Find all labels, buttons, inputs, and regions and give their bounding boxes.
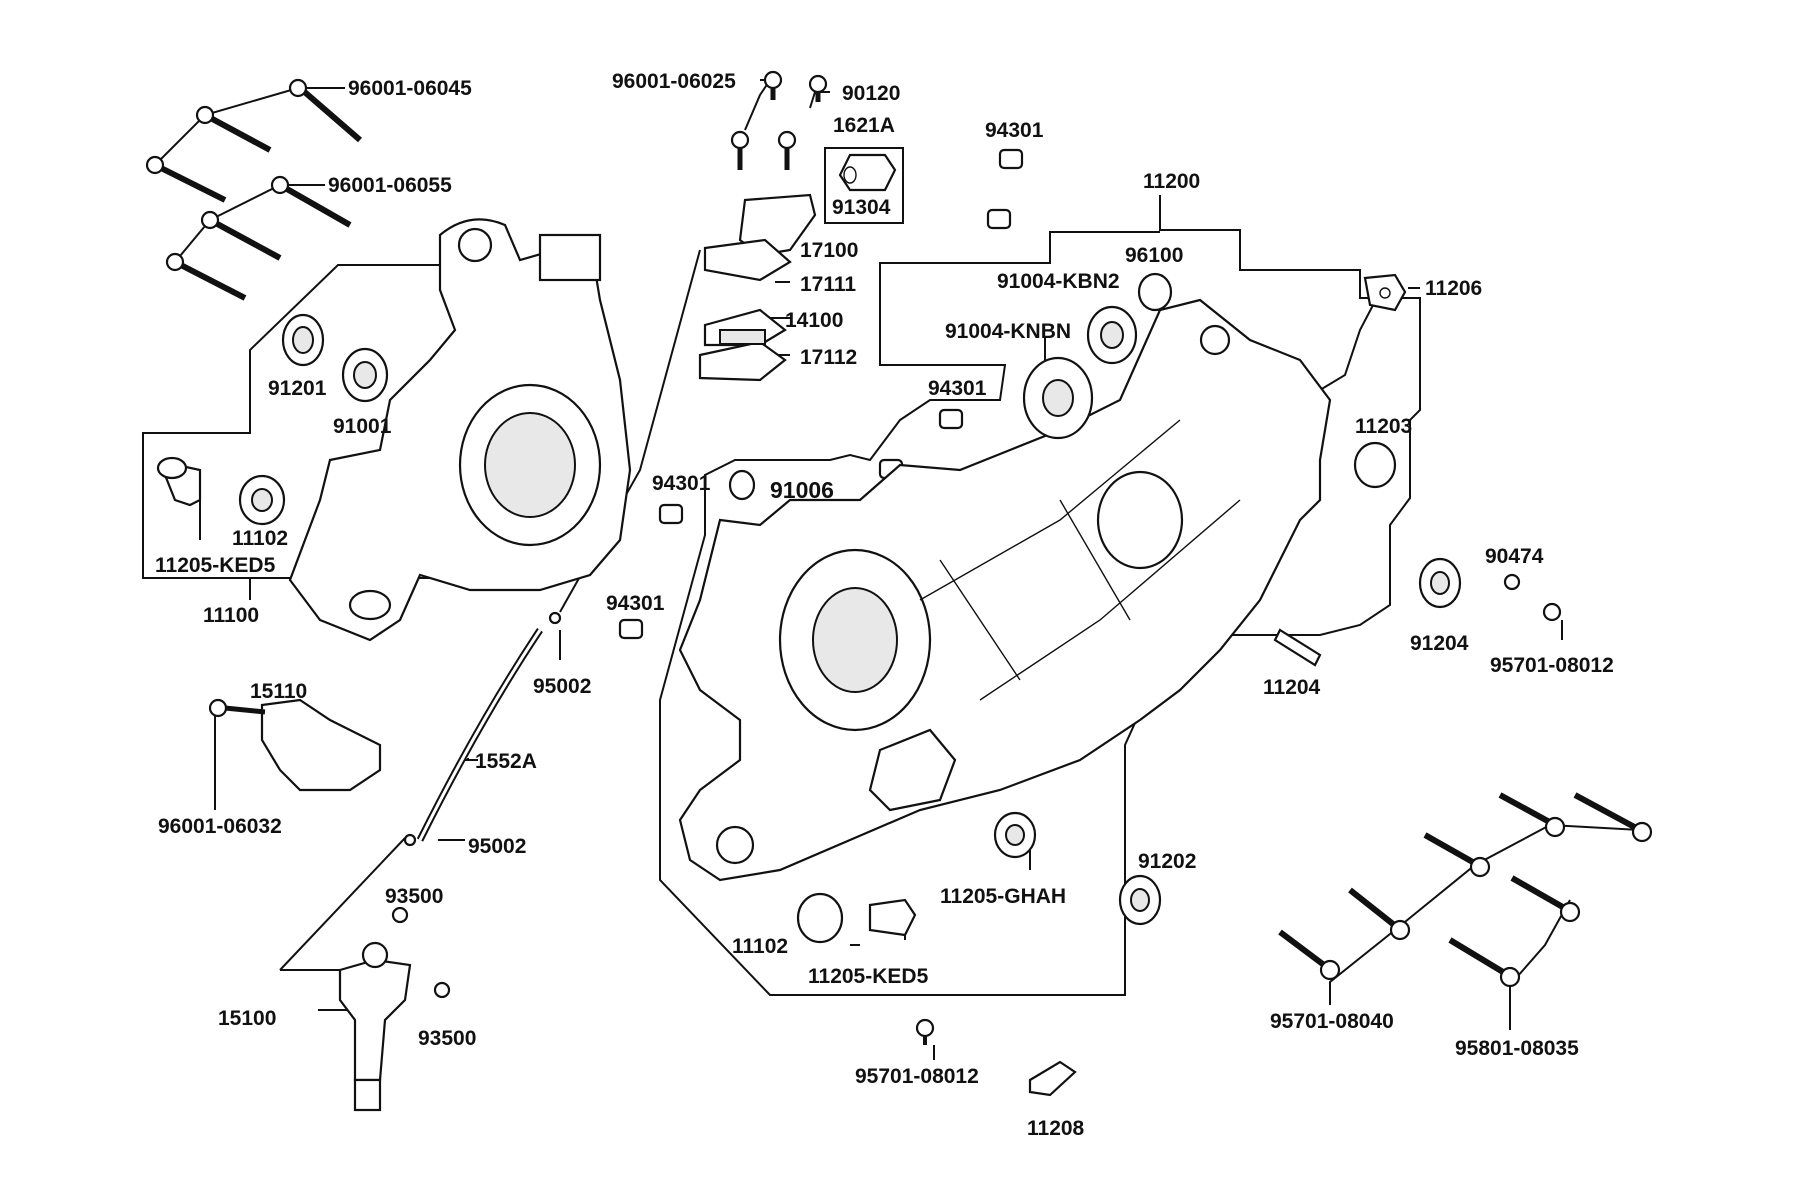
label-14100: 14100 (785, 309, 843, 332)
label-95701-08012-right: 95701-08012 (1490, 654, 1614, 677)
part-labels: 96001-06045 96001-06055 91201 91001 1120… (155, 70, 1614, 1140)
label-95002-bottom: 95002 (468, 835, 526, 858)
label-91204: 91204 (1410, 632, 1469, 655)
bearings-left (156, 313, 389, 526)
label-11205-ghah: 11205-GHAH (940, 885, 1066, 908)
label-90474: 90474 (1485, 545, 1544, 568)
label-94301-left: 94301 (652, 472, 711, 495)
label-11200: 11200 (1143, 170, 1200, 193)
label-11205-ked5-bottom: 11205-KED5 (808, 965, 929, 988)
left-crankcase-half (288, 218, 632, 642)
small-parts-right (915, 273, 1562, 1097)
label-95701-08012-bottom: 95701-08012 (855, 1065, 979, 1088)
bolt-group-left (145, 78, 362, 301)
label-94301-top: 94301 (985, 119, 1044, 142)
right-crankcase-half (678, 298, 1332, 882)
part-shapes (145, 70, 1653, 1112)
label-95801-08035: 95801-08035 (1455, 1037, 1579, 1060)
label-94301-low: 94301 (606, 592, 665, 615)
label-17112: 17112 (800, 346, 857, 369)
label-96001-06025: 96001-06025 (612, 70, 736, 93)
dowel-pins (618, 148, 1024, 640)
bolt-group-right (1278, 792, 1653, 988)
label-93500-top: 93500 (385, 885, 443, 908)
label-11206: 11206 (1425, 277, 1482, 300)
label-91006: 91006 (770, 477, 834, 503)
label-91004-kbn2: 91004-KBN2 (997, 270, 1120, 293)
label-15110: 15110 (250, 680, 307, 703)
bearings-right (728, 272, 1521, 944)
label-93500-bottom: 93500 (418, 1027, 476, 1050)
label-11205-ked5-left: 11205-KED5 (155, 554, 276, 577)
label-91004-knbn: 91004-KNBN (945, 320, 1071, 343)
label-1621A: 1621A (833, 114, 895, 137)
label-91001: 91001 (333, 415, 392, 438)
label-96001-06045: 96001-06045 (348, 77, 472, 100)
label-96001-06032: 96001-06032 (158, 815, 282, 838)
label-91201: 91201 (268, 377, 327, 400)
reed-valve-assembly (698, 70, 897, 382)
oil-system (208, 611, 562, 1112)
label-96001-06055: 96001-06055 (328, 174, 452, 197)
label-11102-bottom: 11102 (732, 935, 788, 958)
label-11203: 11203 (1355, 415, 1412, 438)
label-95002-top: 95002 (533, 675, 591, 698)
label-91202: 91202 (1138, 850, 1196, 873)
label-95701-08040: 95701-08040 (1270, 1010, 1394, 1033)
label-17111: 17111 (800, 273, 856, 296)
label-11100: 11100 (203, 604, 259, 627)
label-11208: 11208 (1027, 1117, 1085, 1140)
label-17100: 17100 (800, 239, 858, 262)
label-90120: 90120 (842, 82, 900, 105)
label-1552A: 1552A (475, 750, 537, 773)
label-94301-mid: 94301 (928, 377, 987, 400)
label-15100: 15100 (218, 1007, 276, 1030)
label-91304: 91304 (832, 196, 891, 219)
label-11102-left: 11102 (232, 527, 288, 550)
label-96100: 96100 (1125, 244, 1183, 267)
label-11204: 11204 (1263, 676, 1321, 699)
